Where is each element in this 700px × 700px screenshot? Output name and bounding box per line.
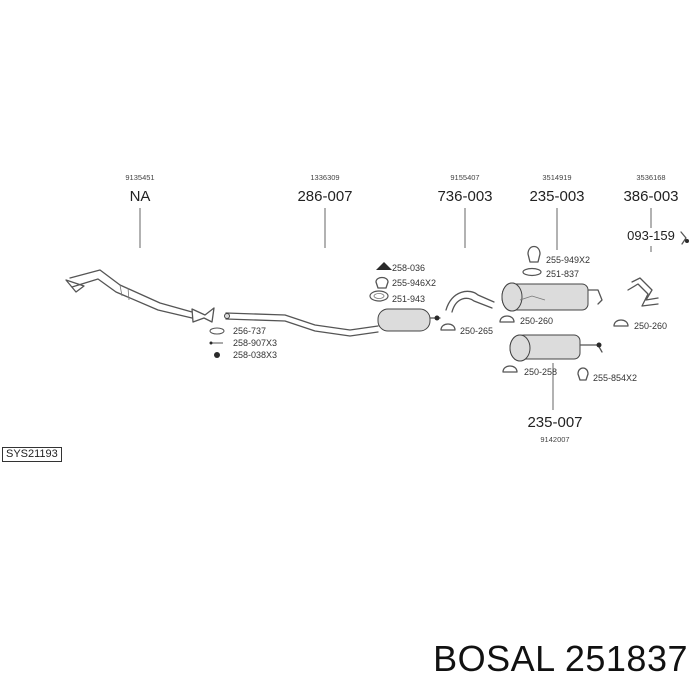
label-255-949[interactable]: 255-949X2 (546, 255, 590, 265)
label-250-260a[interactable]: 250-260 (520, 316, 553, 326)
column-code-3: 9155407 (450, 173, 479, 182)
label-251-837[interactable]: 251-837 (546, 269, 579, 279)
label-258-907[interactable]: 258-907X3 (233, 338, 277, 348)
column-part-1[interactable]: NA (130, 188, 151, 205)
bolt-258-907-icon (209, 341, 223, 345)
column-part-3[interactable]: 736-003 (437, 188, 492, 205)
label-250-258[interactable]: 250-258 (524, 367, 557, 377)
rear-silencer-icon (501, 282, 603, 312)
label-250-260b[interactable]: 250-260 (634, 321, 667, 331)
column-code-2: 1336309 (310, 173, 339, 182)
label-256-737[interactable]: 256-737 (233, 326, 266, 336)
clamp-250-260b-icon (613, 319, 629, 327)
clamp-255-946-icon (375, 276, 389, 289)
side-part-label[interactable]: 093-159 (627, 228, 675, 243)
column-code-1: 9135451 (125, 173, 154, 182)
footer-brand-part: BOSAL 251837 (433, 638, 688, 679)
lower-part-code: 9142007 (540, 435, 569, 444)
column-code-5: 3536168 (636, 173, 665, 182)
column-part-5[interactable]: 386-003 (623, 188, 678, 205)
label-258-038[interactable]: 258-038X3 (233, 350, 277, 360)
clamp-255-854-icon (577, 367, 589, 381)
clamp-255-949-icon (527, 245, 541, 263)
system-id-box: SYS21193 (2, 447, 62, 462)
tail-pipe-icon (627, 277, 659, 307)
label-255-854[interactable]: 255-854X2 (593, 373, 637, 383)
bracket-251-837-icon (522, 267, 542, 277)
column-part-2[interactable]: 286-007 (297, 188, 352, 205)
clamp-093-159-icon (680, 231, 689, 245)
column-code-4: 3514919 (542, 173, 571, 182)
nut-258-038-icon (214, 352, 220, 358)
lower-silencer-icon (509, 334, 603, 362)
label-251-943[interactable]: 251-943 (392, 294, 425, 304)
label-255-946[interactable]: 255-946X2 (392, 278, 436, 288)
clamp-250-260a-icon (499, 315, 515, 323)
label-250-265[interactable]: 250-265 (460, 326, 493, 336)
column-part-4[interactable]: 235-003 (529, 188, 584, 205)
intermediate-pipe-icon (445, 290, 495, 313)
lower-part-label[interactable]: 235-007 (527, 414, 582, 431)
clamp-250-258-icon (502, 365, 518, 373)
gasket-256-737-icon (209, 327, 225, 335)
front-pipe-icon (65, 269, 215, 323)
middle-pipe-icon (224, 308, 441, 337)
rubber-mount-258-036-icon (376, 262, 392, 270)
label-258-036[interactable]: 258-036 (392, 263, 425, 273)
clamp-250-265-icon (440, 323, 456, 331)
bracket-251-943-icon (369, 290, 389, 302)
